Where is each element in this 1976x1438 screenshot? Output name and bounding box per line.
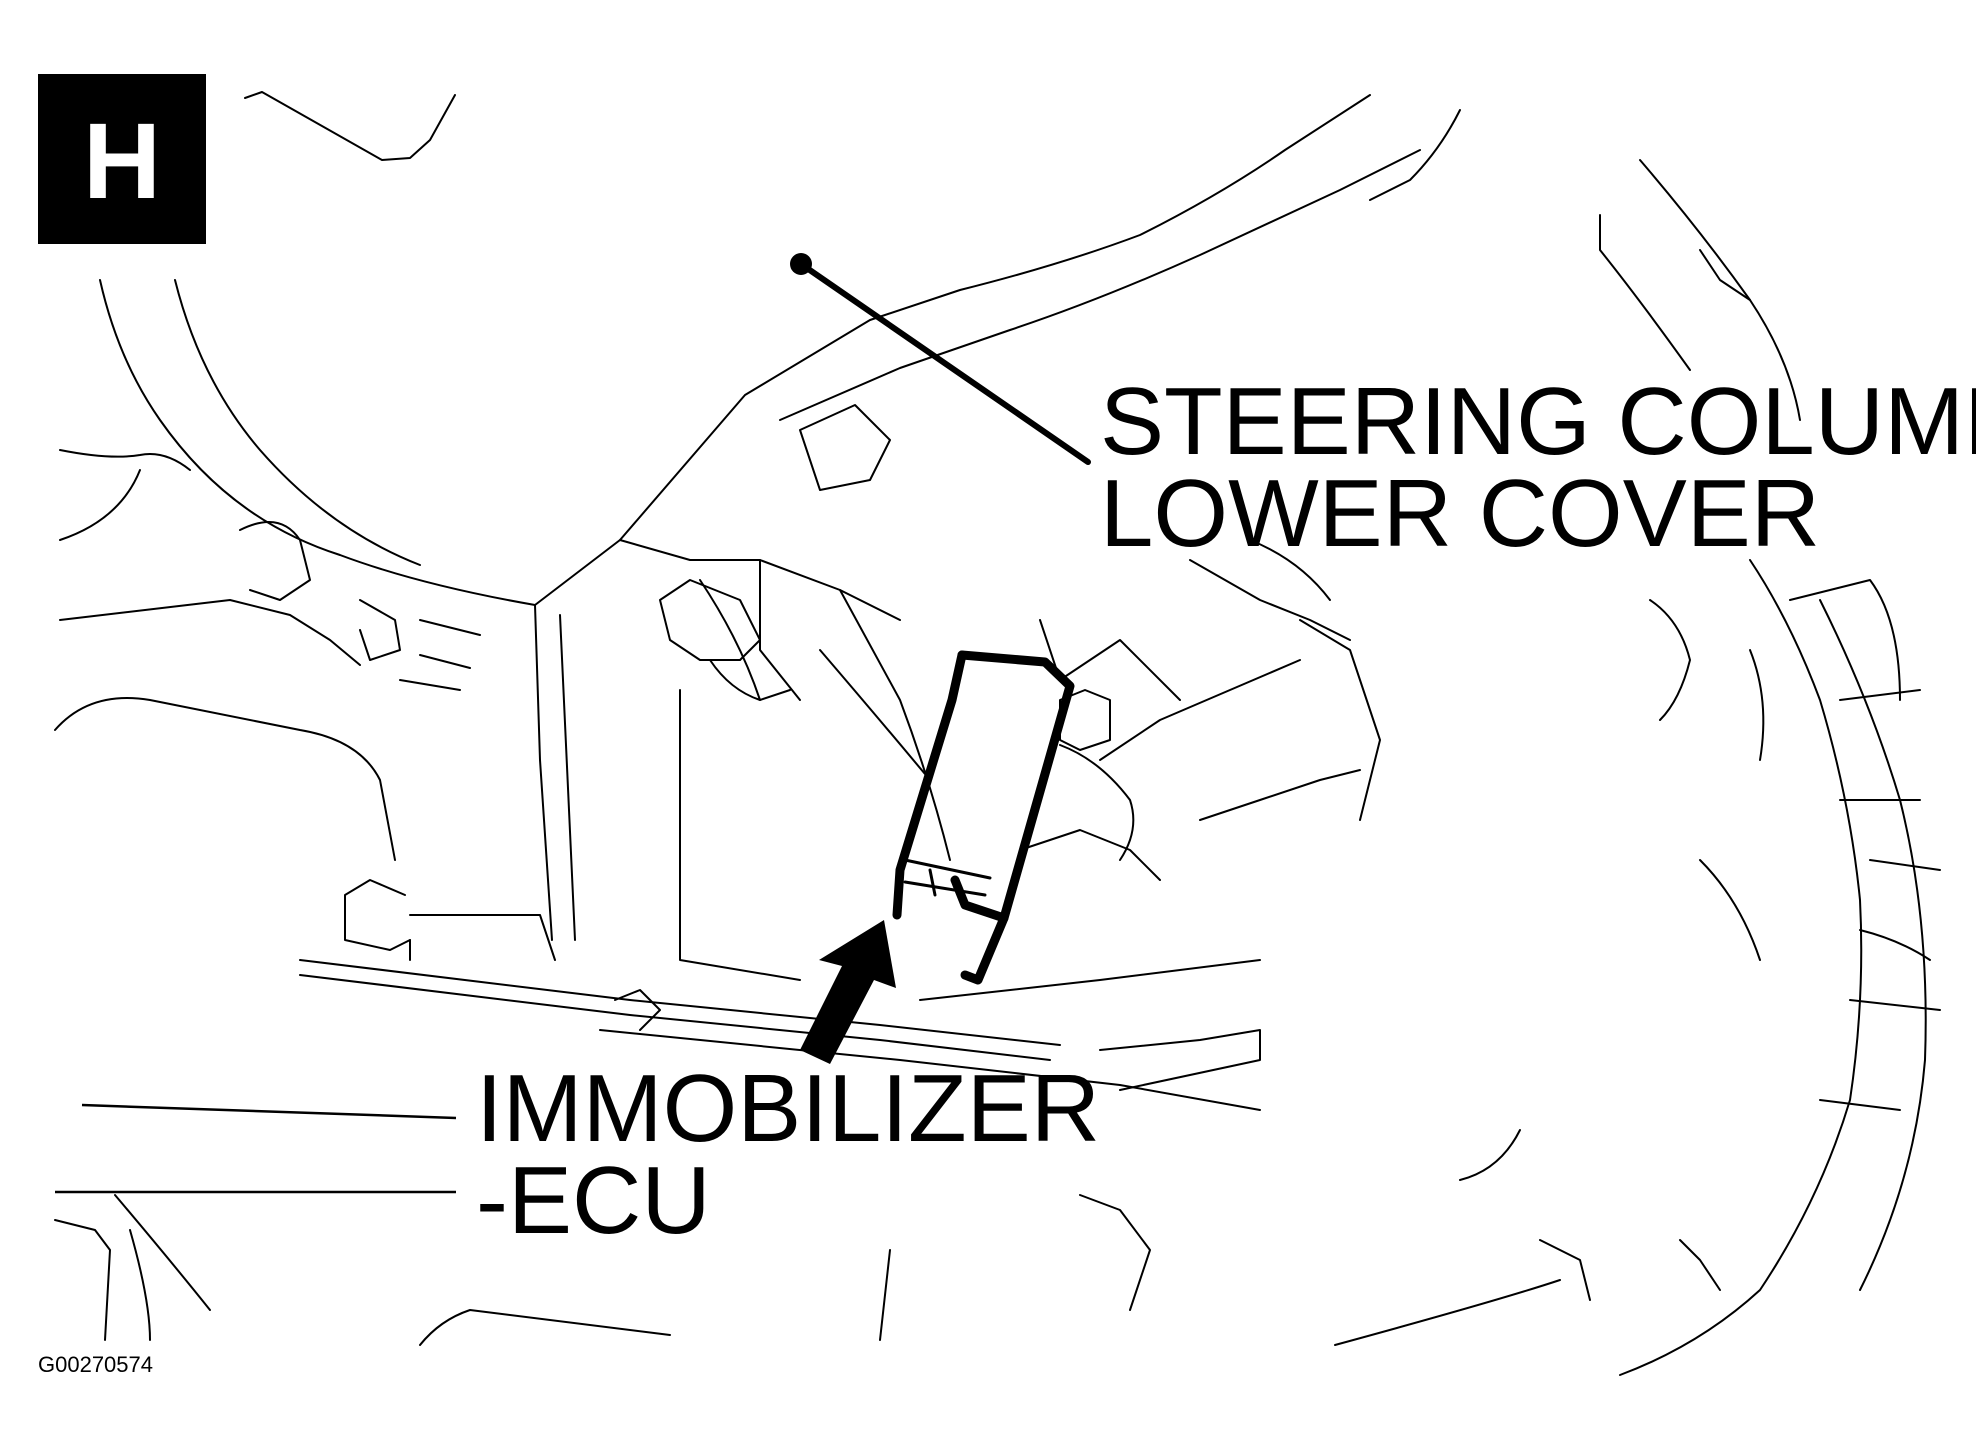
steering-cover-label-line2: LOWER COVER [1100,460,1820,567]
immobilizer-label-line1: IMMOBILIZER [476,1055,1100,1162]
steering-cover-label-line1: STEERING COLUMN [1100,368,1976,475]
immobilizer-callout: IMMOBILIZER -ECU [476,1055,1100,1254]
immobilizer-pointer-arrow [800,920,896,1064]
figure-id: G00270574 [38,1352,153,1377]
steering-cover-callout: STEERING COLUMN LOWER COVER [1100,368,1976,567]
immobilizer-ecu-outline [892,650,1075,985]
badge-letter: H [83,100,161,221]
section-badge: H [38,74,206,244]
dashboard-line-art [54,91,1941,1376]
immobilizer-label-line2: -ECU [476,1147,711,1254]
immobilizer-leader-lines [55,1103,457,1194]
steering-cover-leader [790,253,1091,465]
